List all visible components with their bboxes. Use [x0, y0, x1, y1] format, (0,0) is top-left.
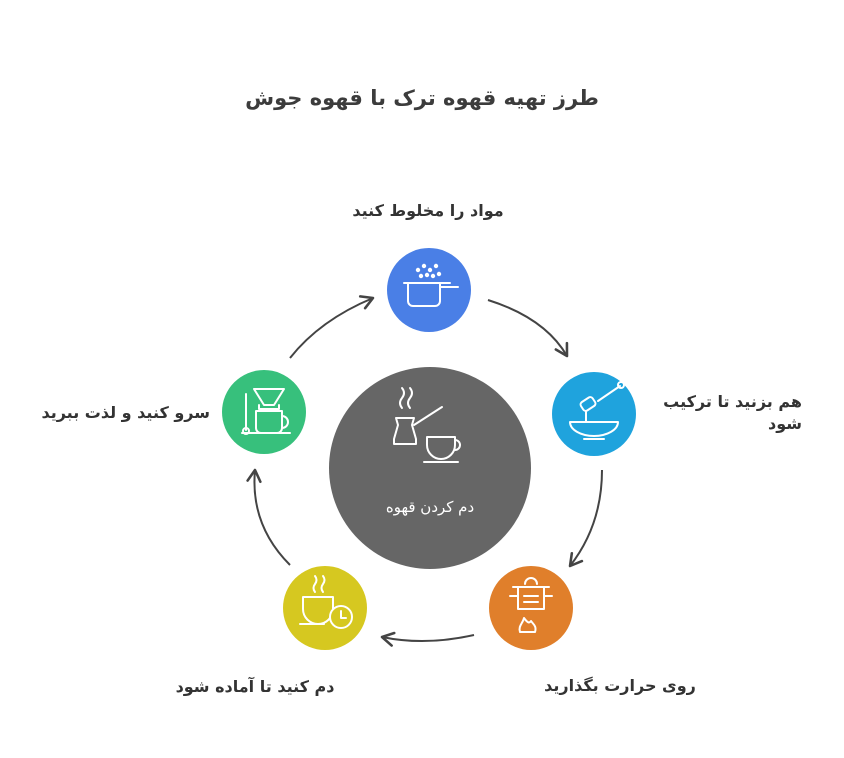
arrow-step2-to-step3	[568, 469, 603, 568]
step-3-node	[489, 566, 573, 650]
turkish-coffee-pot-and-cup-icon	[393, 387, 461, 463]
step-5-label: سرو کنید و لذت ببرید	[41, 403, 210, 422]
arrow-step5-to-step1	[289, 295, 375, 359]
step-3-label: روی حرارت بگذارید	[544, 676, 696, 695]
step-1-node	[387, 248, 471, 332]
step-4-node	[283, 566, 367, 650]
step-5-node	[222, 370, 306, 454]
page-title: طرز تهیه قهوه ترک با قهوه جوش	[245, 86, 599, 110]
step-2-node	[552, 372, 636, 456]
center-node	[329, 367, 531, 569]
pot-on-flame-icon	[509, 577, 553, 633]
coffee-dripper-icon	[241, 388, 291, 435]
arrow-step1-to-step2	[487, 299, 569, 358]
arrow-step4-to-step5	[246, 468, 291, 566]
step-2-label: هم بزنید تا ترکیب شود	[663, 392, 802, 433]
center-label: دم کردن قهوه	[385, 498, 475, 516]
arrow-step3-to-step4	[380, 631, 475, 647]
step-1-label: مواد را مخلوط کنید	[352, 201, 504, 220]
honey-dipper-bowl-icon	[569, 381, 625, 440]
pot-icon	[403, 263, 459, 307]
cup-timer-icon	[299, 575, 353, 629]
step-4-label: دم کنید تا آماده شود	[175, 677, 335, 696]
